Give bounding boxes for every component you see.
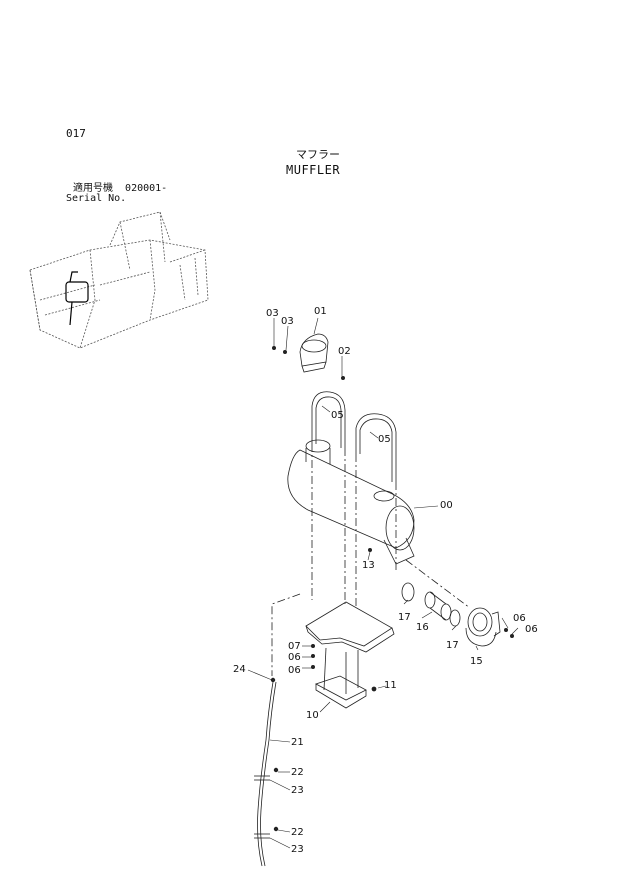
title-japanese: マフラー xyxy=(296,148,340,161)
callout-22a: 22 xyxy=(291,767,304,778)
serial-range: 020001- xyxy=(125,183,168,194)
bracket-10 xyxy=(305,601,395,709)
callout-01: 01 xyxy=(314,306,327,317)
pipe-16 xyxy=(424,591,452,621)
serial-label-english: Serial No. xyxy=(66,193,127,204)
callout-16: 16 xyxy=(416,622,429,633)
callout-17a: 17 xyxy=(398,612,411,623)
muffler-body-00 xyxy=(287,439,415,565)
serial-label-japanese: 適用号機 020001- xyxy=(73,183,167,194)
bolt-13 xyxy=(367,548,372,553)
callout-06a: 06 xyxy=(513,613,526,624)
machine-location-thumbnail xyxy=(29,211,209,349)
page-number: 017 xyxy=(66,127,86,140)
u-bolt-05-left xyxy=(311,391,346,448)
leader-lines xyxy=(247,317,519,849)
callout-05a: 05 xyxy=(331,410,344,421)
gasket-17-right xyxy=(449,609,461,627)
callout-23b: 23 xyxy=(291,844,304,855)
bolts-03 xyxy=(271,345,345,380)
title-english: MUFFLER xyxy=(286,163,341,177)
elbow-15 xyxy=(465,607,501,647)
callout-24: 24 xyxy=(233,664,246,675)
support-centerlines xyxy=(271,444,471,676)
thumbnail-muffler-highlight xyxy=(65,271,89,326)
callout-17b: 17 xyxy=(446,640,459,651)
callout-06b: 06 xyxy=(525,624,538,635)
callout-15: 15 xyxy=(470,656,483,667)
gasket-17-left xyxy=(401,582,415,602)
bolts-06-07 xyxy=(310,644,315,670)
u-bolt-05-right xyxy=(355,413,397,482)
bolts-06-right xyxy=(503,628,514,639)
callout-06d: 06 xyxy=(288,665,301,676)
bolt-11 xyxy=(371,686,377,692)
callout-06c: 06 xyxy=(288,652,301,663)
callout-11: 11 xyxy=(384,680,397,691)
callout-22b: 22 xyxy=(291,827,304,838)
callout-00: 00 xyxy=(440,500,453,511)
part-callouts: 03 03 01 02 05 05 00 13 17 16 17 15 06 0… xyxy=(233,306,538,855)
serial-japanese-label: 適用号機 xyxy=(73,183,113,194)
callout-07: 07 xyxy=(288,641,301,652)
outlet-pipe-01 xyxy=(299,333,329,373)
callout-13: 13 xyxy=(362,560,375,571)
callout-21: 21 xyxy=(291,737,304,748)
callout-05b: 05 xyxy=(378,434,391,445)
callout-03a: 03 xyxy=(266,308,279,319)
callout-02: 02 xyxy=(338,346,351,357)
callout-03b: 03 xyxy=(281,316,294,327)
callout-10: 10 xyxy=(306,710,319,721)
callout-23a: 23 xyxy=(291,785,304,796)
clamps-22-23 xyxy=(254,767,279,839)
